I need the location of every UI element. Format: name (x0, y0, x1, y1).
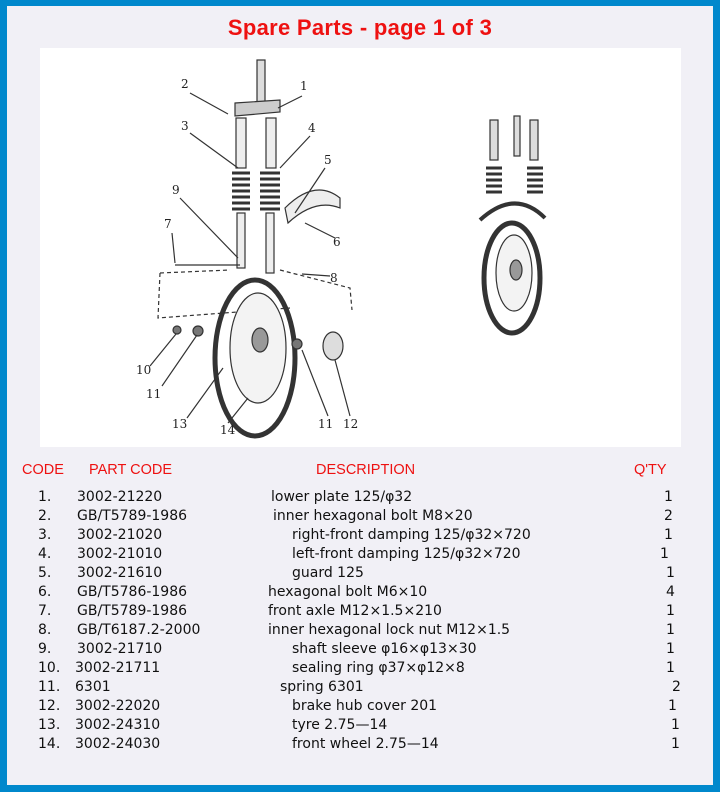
callout-8: 8 (330, 271, 338, 285)
page-title: Spare Parts - page 1 of 3 (227, 15, 493, 40)
row-code: 1. (38, 489, 52, 505)
row-code: 7. (38, 603, 52, 619)
row-part-code: 3002-21610 (77, 565, 163, 581)
row-part-code: 3002-21711 (75, 660, 161, 676)
row-qty: 1 (660, 546, 669, 562)
row-description: inner hexagonal bolt M8×20 (273, 508, 473, 524)
table-row: 2. GB/T5789-1986 inner hexagonal bolt M8×2… (0, 508, 720, 527)
row-qty: 1 (671, 736, 680, 752)
table-row: 10. 3002-21711 sealing ring φ37×φ12×8 1 (0, 660, 720, 679)
table-row: 8. GB/T6187.2-2000 inner hexagonal lock nu… (0, 622, 720, 641)
callout-12: 12 (343, 417, 358, 431)
callout-7: 7 (164, 217, 172, 231)
row-qty: 1 (666, 641, 675, 657)
row-part-code: 3002-24030 (75, 736, 161, 752)
row-description: spring 6301 (280, 679, 364, 695)
row-qty: 4 (666, 584, 675, 600)
row-description: shaft sleeve φ16×φ13×30 (292, 641, 477, 657)
row-code: 2. (38, 508, 52, 524)
callout-2: 2 (181, 77, 189, 91)
header-code: CODE (22, 462, 64, 478)
callout-6: 6 (333, 235, 341, 249)
callout-3: 3 (181, 119, 189, 133)
callout-9: 9 (172, 183, 180, 197)
table-row: 4. 3002-21010 left-front damping 125/φ32×7… (0, 546, 720, 565)
diagram-drawing: 1 2 3 4 5 6 7 8 9 10 11 11 12 13 14 (136, 59, 547, 439)
row-qty: 1 (666, 660, 675, 676)
table-row: 3. 3002-21020 right-front damping 125/φ32×… (0, 527, 720, 546)
header-qty: Q'TY (634, 462, 667, 478)
table-row: 5. 3002-21610 guard 125 1 (0, 565, 720, 584)
row-description: lower plate 125/φ32 (271, 489, 413, 505)
row-code: 12. (38, 698, 61, 714)
row-part-code: 3002-21020 (77, 527, 163, 543)
row-part-code: 3002-21220 (77, 489, 163, 505)
row-code: 11. (38, 679, 61, 695)
row-description: hexagonal bolt M6×10 (268, 584, 428, 600)
row-code: 13. (38, 717, 61, 733)
row-part-code: GB/T5786-1986 (77, 584, 188, 600)
row-description: right-front damping 125/φ32×720 (292, 527, 531, 543)
row-description: front axle M12×1.5×210 (268, 603, 442, 619)
table-row: 13. 3002-24310 tyre 2.75—14 1 (0, 717, 720, 736)
row-description: front wheel 2.75—14 (292, 736, 439, 752)
table-row: 9. 3002-21710 shaft sleeve φ16×φ13×30 1 (0, 641, 720, 660)
row-description: brake hub cover 201 (292, 698, 438, 714)
header-description: DESCRIPTION (316, 462, 416, 478)
row-part-code: GB/T6187.2-2000 (77, 622, 201, 638)
header-part-code: PART CODE (89, 462, 172, 478)
exploded-parts-diagram: 1 2 3 4 5 6 7 8 9 10 11 11 12 13 14 (40, 48, 681, 447)
row-part-code: 3002-24310 (75, 717, 161, 733)
callout-14: 14 (220, 423, 236, 437)
row-part-code: 3002-21010 (77, 546, 163, 562)
row-part-code: GB/T5789-1986 (77, 603, 188, 619)
row-qty: 1 (664, 527, 673, 543)
row-description: tyre 2.75—14 (292, 717, 388, 733)
table-row: 12. 3002-22020 brake hub cover 201 1 (0, 698, 720, 717)
row-code: 6. (38, 584, 52, 600)
row-description: left-front damping 125/φ32×720 (292, 546, 521, 562)
row-qty: 1 (671, 717, 680, 733)
table-row: 7. GB/T5789-1986 front axle M12×1.5×210 1 (0, 603, 720, 622)
row-part-code: 3002-21710 (77, 641, 163, 657)
row-code: 5. (38, 565, 52, 581)
row-qty: 2 (672, 679, 681, 695)
row-code: 9. (38, 641, 52, 657)
table-row: 14. 3002-24030 front wheel 2.75—14 1 (0, 736, 720, 755)
table-row: 6. GB/T5786-1986 hexagonal bolt M6×10 4 (0, 584, 720, 603)
row-qty: 2 (664, 508, 673, 524)
callout-4: 4 (308, 121, 316, 135)
callout-1: 1 (300, 79, 308, 93)
row-description: inner hexagonal lock nut M12×1.5 (268, 622, 511, 638)
row-part-code: 3002-22020 (75, 698, 161, 714)
callout-11a: 11 (146, 387, 161, 401)
row-description: guard 125 (292, 565, 364, 581)
row-part-code: GB/T5789-1986 (77, 508, 188, 524)
row-code: 4. (38, 546, 52, 562)
row-part-code: 6301 (75, 679, 111, 695)
row-qty: 1 (666, 565, 675, 581)
row-qty: 1 (666, 622, 675, 638)
row-code: 3. (38, 527, 52, 543)
callout-13: 13 (172, 417, 187, 431)
row-description: sealing ring φ37×φ12×8 (292, 660, 465, 676)
table-row: 1. 3002-21220 lower plate 125/φ32 1 (0, 489, 720, 508)
row-qty: 1 (666, 603, 675, 619)
row-qty: 1 (668, 698, 677, 714)
callout-5: 5 (324, 153, 332, 167)
row-code: 14. (38, 736, 61, 752)
row-qty: 1 (664, 489, 673, 505)
table-row: 11. 6301 spring 6301 2 (0, 679, 720, 698)
callout-11b: 11 (318, 417, 333, 431)
callout-10: 10 (136, 363, 151, 377)
row-code: 10. (38, 660, 61, 676)
row-code: 8. (38, 622, 52, 638)
